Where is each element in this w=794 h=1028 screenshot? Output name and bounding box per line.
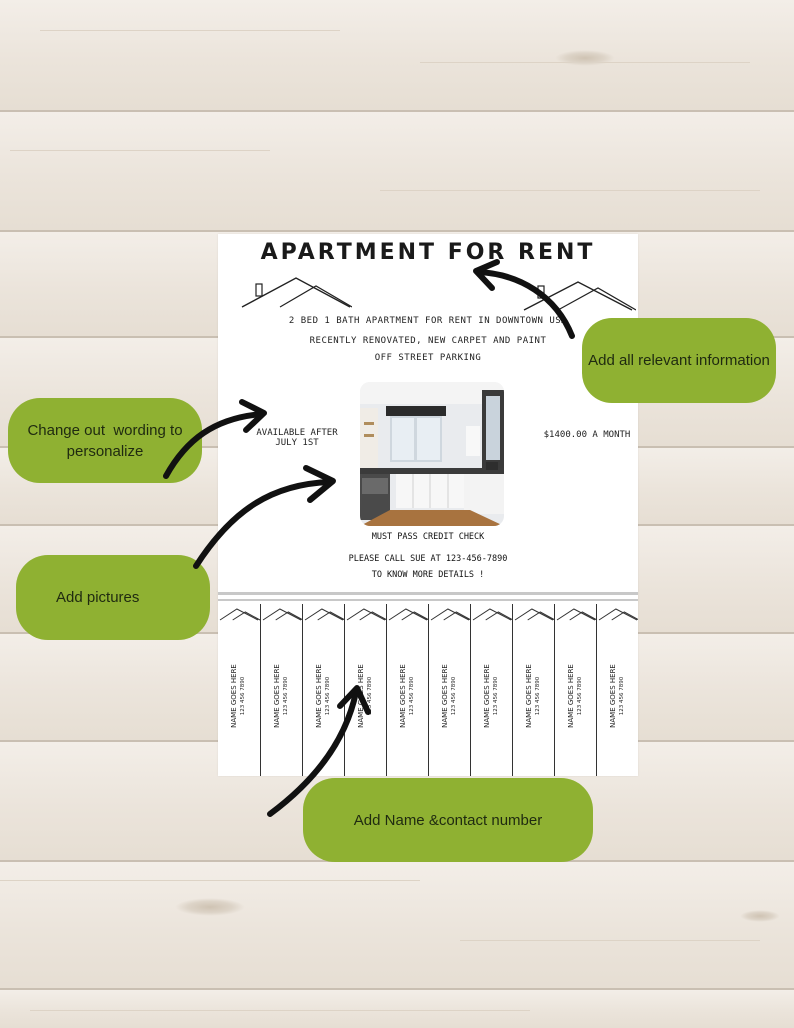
tear-off-divider [218, 599, 638, 601]
tab-roof-icon [262, 608, 303, 621]
call-text: PLEASE CALL SUE AT 123-456-7890 [348, 554, 508, 564]
tab-roof-icon [388, 608, 429, 621]
availability-line2: JULY 1ST [275, 438, 319, 448]
tab-roof-icon [304, 608, 345, 621]
availability-text: AVAILABLE AFTER JULY 1ST [252, 428, 342, 448]
price-text: $1400.00 A MONTH [543, 430, 631, 440]
tab-roof-icon [346, 608, 387, 621]
wood-knot [740, 910, 780, 922]
callout-contact: Add Name &contact number [303, 778, 593, 862]
callout-wording-line2: personalize [66, 442, 144, 460]
wood-grain [40, 30, 340, 31]
tab-roof-icon [598, 608, 638, 621]
tab-roof-icon [430, 608, 471, 621]
arrow-to-info [475, 269, 575, 339]
arrow-to-picture [193, 479, 333, 569]
wood-plank [0, 112, 794, 230]
arrow-head-icon [303, 465, 336, 503]
wood-grain [460, 940, 760, 941]
plank-seam [0, 230, 794, 232]
wood-grain [380, 190, 760, 191]
tab-roof-icon [219, 608, 260, 621]
wood-knot [175, 898, 245, 916]
flyer-line-bedrooms: 2 BED 1 BATH APARTMENT FOR RENT IN DOWNT… [288, 316, 568, 326]
wood-plank [0, 0, 794, 110]
wood-grain [30, 1010, 530, 1011]
kitchen-photo-icon [360, 382, 504, 526]
arrow-head-icon [337, 685, 371, 715]
tear-off-divider [218, 592, 638, 595]
arrow-to-tabs [267, 689, 359, 817]
flyer-line-parking: OFF STREET PARKING [374, 353, 482, 363]
details-text: TO KNOW MORE DETAILS ! [371, 570, 485, 580]
wood-knot [555, 50, 615, 66]
flyer-line-renovated: RECENTLY RENOVATED, NEW CARPET AND PAINT [309, 336, 547, 346]
wood-grain [10, 150, 270, 151]
wood-plank [0, 990, 794, 1028]
callout-info: Add all relevant information [582, 318, 776, 403]
arrow-to-wording [163, 411, 265, 479]
tab-roof-icon [472, 608, 513, 621]
house-roof-icon [241, 277, 352, 308]
callout-pictures: Add pictures [16, 555, 210, 640]
tab-roof-icon [514, 608, 555, 621]
credit-check-text: MUST PASS CREDIT CHECK [371, 532, 485, 542]
wood-grain [0, 880, 420, 881]
arrow-head-icon [239, 399, 267, 433]
tab-roof-icon [556, 608, 597, 621]
kitchen-photo [360, 382, 504, 526]
callout-wording-line1: Change out wording to [27, 421, 183, 439]
availability-line1: AVAILABLE AFTER [256, 428, 338, 438]
arrow-head-icon [473, 259, 500, 291]
plank-seam [0, 988, 794, 990]
wood-plank [0, 862, 794, 988]
flyer-title: APARTMENT FOR RENT [260, 240, 596, 265]
plank-seam [0, 110, 794, 112]
